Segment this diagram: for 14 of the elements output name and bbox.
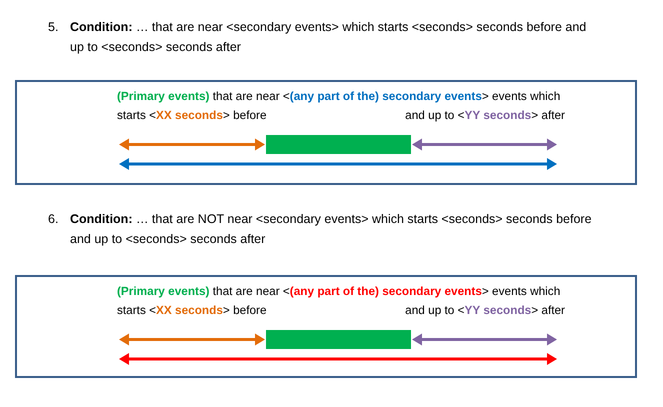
description-text: (Primary events) that are near <(any part of the) secondary events> events which [117,89,560,104]
condition-text: Condition: … that are near <secondary events> which starts <seconds> seconds before and up to <seconds> seconds after [70,19,588,56]
before-text: starts <XX seconds> before [117,303,267,318]
condition-panel [15,275,637,378]
description-text: (Primary events) that are near <(any part of the) secondary events> events which [117,284,560,299]
list-number: 6. [48,211,60,228]
condition-text: Condition: … that are NOT near <secondary events> which starts <seconds> seconds before and up to <seconds> seconds after [70,211,593,248]
after-text: and up to <YY seconds> after [405,303,565,318]
event-bar [266,330,411,349]
after-text: and up to <YY seconds> after [405,108,565,123]
condition-panel [15,80,637,185]
before-text: starts <XX seconds> before [117,108,267,123]
list-number: 5. [48,19,60,36]
event-bar [266,135,411,154]
